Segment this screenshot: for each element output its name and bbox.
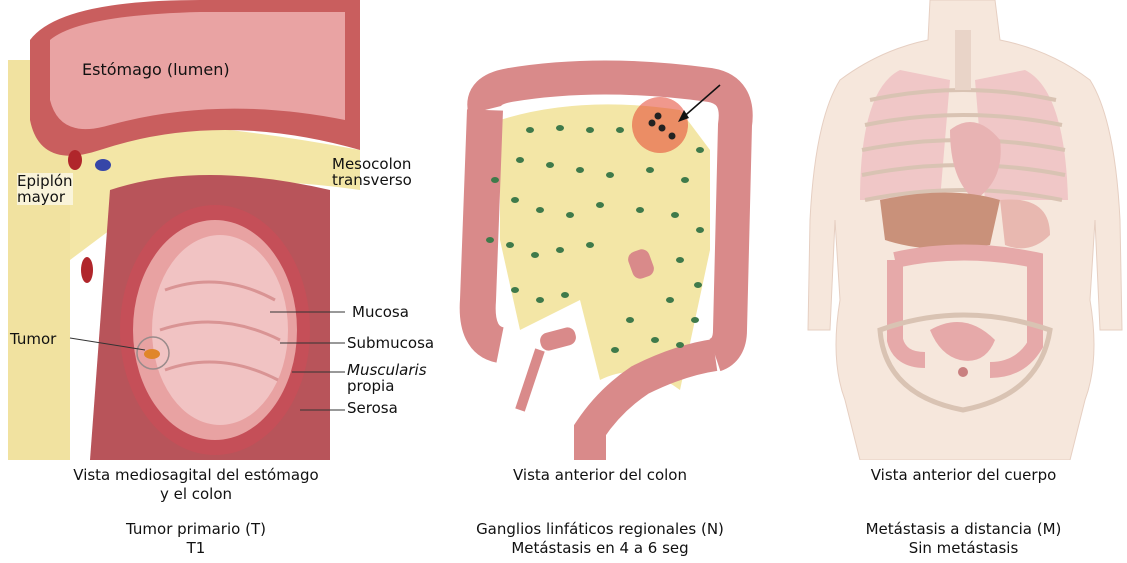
- sagittal-view-caption-line2: y el colon: [0, 485, 392, 504]
- submucosa-label: Submucosa: [347, 335, 434, 351]
- t-stage-title: Tumor primario (T): [0, 520, 392, 539]
- colon-illustration: [430, 0, 770, 460]
- t-stage-value: T1: [0, 539, 392, 558]
- t-stage-caption: Tumor primario (T) T1: [0, 520, 392, 558]
- tumor-mass: [144, 349, 160, 359]
- m-stage-title: Metástasis a distancia (M): [800, 520, 1127, 539]
- omentum-label: Epiplón mayor: [17, 173, 73, 205]
- n-stage-value: Metástasis en 4 a 6 seg: [430, 539, 770, 558]
- mesocolon-label: Mesocolon transverso: [332, 156, 412, 188]
- tumor-label: Tumor: [10, 331, 56, 347]
- serosa-label: Serosa: [347, 400, 398, 416]
- omentum-label-line2: mayor: [17, 189, 73, 205]
- n-stage-caption: Ganglios linfáticos regionales (N) Metás…: [430, 520, 770, 558]
- colon-view-panel: Vista anterior del colon Ganglios linfát…: [430, 0, 770, 563]
- artery: [68, 150, 82, 170]
- m-stage-value: Sin metástasis: [800, 539, 1127, 558]
- mesocolon-label-line1: Mesocolon: [332, 156, 412, 172]
- sagittal-view-caption-line1: Vista mediosagital del estómago: [0, 466, 392, 485]
- mucosa-label: Mucosa: [352, 304, 409, 320]
- omentum-label-line1: Epiplón: [17, 173, 73, 189]
- muscularis-label: Muscularis propia: [347, 362, 427, 394]
- sagittal-view-panel: Estómago (lumen) Mesocolon transverso Ep…: [0, 0, 460, 563]
- ascending-colon: [478, 110, 500, 345]
- stomach-lumen-label: Estómago (lumen): [82, 62, 230, 78]
- colon-view-caption: Vista anterior del colon: [430, 466, 770, 485]
- vein: [95, 159, 111, 171]
- body-illustration: [800, 0, 1127, 460]
- mesocolon-label-line2: transverso: [332, 172, 412, 188]
- liver: [880, 193, 1000, 250]
- nodal-metastasis-glow: [632, 97, 688, 153]
- m-stage-caption: Metástasis a distancia (M) Sin metástasi…: [800, 520, 1127, 558]
- n-stage-title: Ganglios linfáticos regionales (N): [430, 520, 770, 539]
- sagittal-view-caption: Vista mediosagital del estómago y el col…: [0, 466, 392, 504]
- appendix: [520, 350, 540, 410]
- colon-lumen: [152, 235, 288, 425]
- muscularis-label-line1: Muscularis: [347, 362, 427, 378]
- body-view-caption: Vista anterior del cuerpo: [800, 466, 1127, 485]
- body-view-panel: Vista anterior del cuerpo Metástasis a d…: [800, 0, 1127, 563]
- muscularis-label-line2: propia: [347, 378, 427, 394]
